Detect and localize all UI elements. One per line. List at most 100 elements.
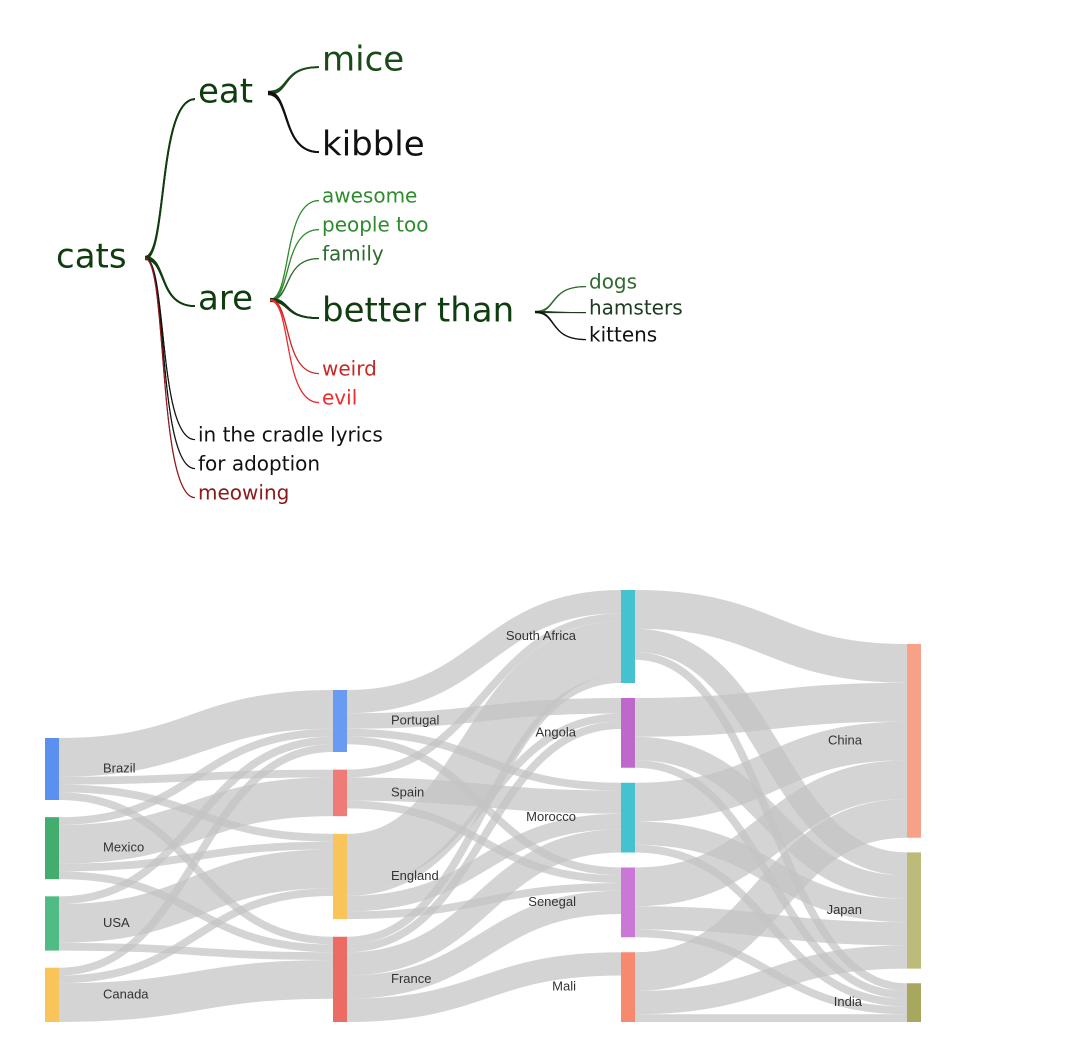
branch-meowing-1 bbox=[144, 258, 196, 499]
node-label-brazil: Brazil bbox=[103, 760, 136, 775]
tree-word-kibble: kibble bbox=[322, 125, 425, 165]
branch-weird-1 bbox=[269, 300, 320, 375]
node-senegal bbox=[621, 867, 635, 938]
link-usa-to-england bbox=[58, 849, 334, 943]
branch-kittens-1 bbox=[534, 312, 587, 341]
node-label-usa: USA bbox=[103, 915, 130, 930]
branch-evil-0 bbox=[269, 298, 320, 404]
tree-word-weird: weird bbox=[322, 357, 377, 381]
node-label-india: India bbox=[834, 994, 863, 1009]
link-south-africa-to-china bbox=[634, 590, 908, 683]
node-label-spain: Spain bbox=[391, 784, 424, 799]
link-canada-to-england bbox=[58, 888, 334, 984]
tree-word-mice: mice bbox=[322, 40, 404, 80]
node-morocco bbox=[621, 782, 635, 853]
branch-mice-0 bbox=[267, 66, 320, 93]
branch-kibble-0 bbox=[267, 90, 320, 154]
sankey-links bbox=[58, 590, 908, 1023]
branch-kittens-0 bbox=[534, 310, 587, 341]
branch-are-2 bbox=[144, 258, 196, 308]
branch-eat-2 bbox=[144, 98, 196, 261]
node-south-africa bbox=[621, 590, 635, 683]
tree-word-for-adoption: for adoption bbox=[198, 452, 320, 476]
node-france bbox=[333, 936, 347, 1022]
link-canada-to-france bbox=[58, 960, 334, 1023]
link-portugal-to-south-africa bbox=[346, 590, 622, 714]
link-england-to-morocco bbox=[346, 813, 622, 912]
branch-evil-1 bbox=[269, 300, 320, 404]
branch-people-too-0 bbox=[269, 229, 320, 300]
node-label-china: China bbox=[828, 732, 863, 747]
link-mexico-to-portugal bbox=[58, 728, 334, 825]
tree-word-better-than: better than bbox=[322, 291, 514, 331]
branch-dogs-0 bbox=[534, 286, 587, 312]
branch-mice-1 bbox=[267, 66, 320, 94]
tree-word-evil: evil bbox=[322, 386, 357, 410]
tree-word-kittens: kittens bbox=[589, 323, 657, 347]
node-label-south-africa: South Africa bbox=[506, 628, 577, 643]
node-label-mali: Mali bbox=[552, 979, 576, 994]
node-label-mexico: Mexico bbox=[103, 840, 144, 855]
branch-eat-1 bbox=[144, 98, 196, 259]
branch-people-too-1 bbox=[269, 229, 320, 302]
link-angola-to-china bbox=[634, 682, 908, 737]
branch-kibble-2 bbox=[267, 93, 320, 154]
node-spain bbox=[333, 769, 347, 817]
link-senegal-to-japan bbox=[634, 906, 908, 946]
node-label-japan: Japan bbox=[827, 902, 862, 917]
link-england-to-south-africa bbox=[345, 621, 623, 889]
sankey-nodes bbox=[45, 590, 921, 1022]
node-label-morocco: Morocco bbox=[526, 809, 576, 824]
link-france-to-senegal bbox=[346, 890, 622, 999]
node-label-senegal: Senegal bbox=[528, 894, 576, 909]
word-tree-links bbox=[144, 66, 587, 499]
link-france-to-mali bbox=[346, 952, 622, 1023]
node-label-france: France bbox=[391, 971, 431, 986]
link-mali-to-china bbox=[634, 799, 908, 991]
branch-eat-0 bbox=[144, 98, 196, 258]
node-canada bbox=[45, 967, 59, 1022]
link-senegal-to-china bbox=[634, 760, 908, 907]
node-label-england: England bbox=[391, 868, 439, 883]
node-usa bbox=[45, 896, 59, 951]
link-morocco-to-china bbox=[634, 721, 908, 822]
link-brazil-to-france bbox=[58, 792, 334, 945]
branch-dogs-1 bbox=[534, 286, 587, 314]
tree-word-dogs: dogs bbox=[589, 270, 637, 294]
link-france-to-angola bbox=[346, 721, 622, 953]
branch-are-0 bbox=[144, 255, 196, 308]
tree-word-in-the-cradle-lyrics: in the cradle lyrics bbox=[198, 423, 383, 447]
tree-word-family: family bbox=[322, 242, 384, 266]
word-tree-labels: cats eat mice kibble are awesome people too fam… bbox=[56, 40, 683, 505]
node-india bbox=[907, 983, 921, 1022]
tree-word-awesome: awesome bbox=[322, 184, 417, 208]
node-brazil bbox=[45, 738, 59, 800]
link-france-to-south-africa bbox=[346, 675, 622, 945]
branch-weird-0 bbox=[269, 298, 320, 375]
link-usa-to-portugal bbox=[58, 736, 334, 905]
link-usa-to-france bbox=[58, 942, 334, 960]
tree-word-eat: eat bbox=[198, 72, 253, 112]
node-japan bbox=[907, 852, 921, 969]
node-england bbox=[333, 833, 347, 920]
node-portugal bbox=[333, 690, 347, 752]
node-label-canada: Canada bbox=[103, 986, 149, 1001]
tree-word-are: are bbox=[198, 279, 253, 319]
node-label-angola: Angola bbox=[536, 724, 577, 739]
node-label-portugal: Portugal bbox=[391, 712, 440, 727]
branch-family-0 bbox=[269, 258, 320, 300]
link-brazil-to-portugal bbox=[58, 690, 334, 777]
node-mali bbox=[621, 952, 635, 1022]
tree-word-cats: cats bbox=[56, 237, 127, 277]
node-china bbox=[907, 644, 921, 838]
link-france-to-morocco bbox=[346, 829, 622, 976]
tree-word-hamsters: hamsters bbox=[589, 296, 683, 320]
link-mali-to-japan bbox=[634, 945, 908, 1015]
tree-word-people-too: people too bbox=[322, 213, 428, 237]
branch-awesome-1 bbox=[269, 200, 320, 302]
branch-kibble-1 bbox=[267, 92, 320, 154]
link-canada-to-portugal bbox=[58, 744, 334, 976]
tree-word-meowing: meowing bbox=[198, 481, 289, 505]
